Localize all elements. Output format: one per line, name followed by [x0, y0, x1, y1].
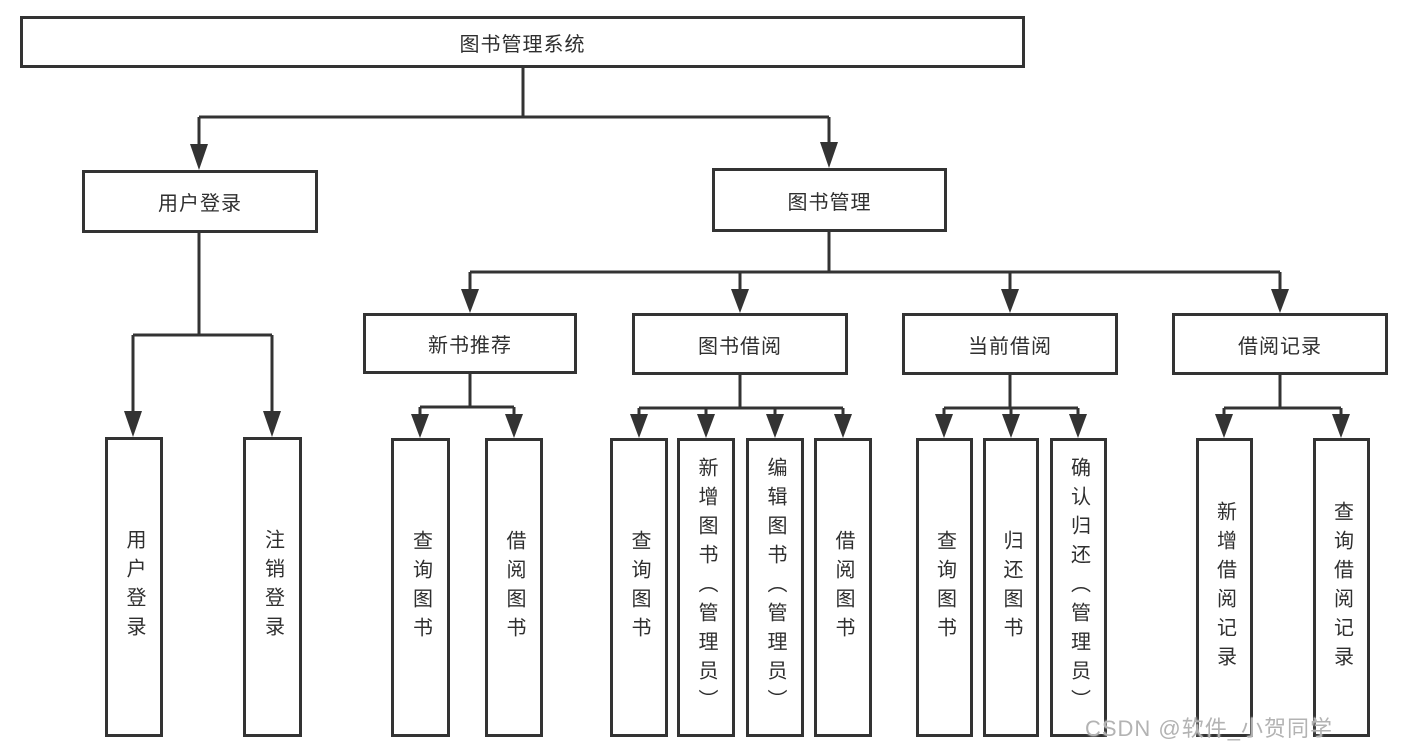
- leaf-current-return-label: 归还图书: [1000, 529, 1022, 646]
- node-book-management-label: 图书管理: [787, 191, 872, 214]
- node-book-borrowing-label: 图书借阅: [698, 335, 782, 358]
- leaf-user-login: 用户登录: [105, 437, 163, 737]
- leaf-current-return: 归还图书: [983, 438, 1039, 737]
- leaf-logout-label: 注销登录: [261, 529, 284, 645]
- arrowhead-group: [124, 142, 1350, 438]
- node-new-book-recommend-label: 新书推荐: [428, 335, 512, 357]
- leaf-borrow-borrow: 借阅图书: [814, 438, 872, 737]
- leaf-borrow-edit-admin-label: 编辑图书（管理员）: [764, 457, 786, 718]
- node-user-login: 用户登录: [82, 170, 318, 233]
- node-user-login-label: 用户登录: [158, 193, 242, 215]
- node-root-label: 图书管理系统: [459, 33, 586, 56]
- leaf-records-query-label: 查询借阅记录: [1330, 500, 1353, 675]
- csdn-watermark: CSDN @软件_小贺同学: [1084, 716, 1333, 741]
- leaf-borrow-add-admin: 新增图书（管理员）: [677, 438, 735, 737]
- node-new-book-recommend: 新书推荐: [363, 313, 577, 374]
- leaf-newbook-query: 查询图书: [391, 438, 450, 737]
- leaf-borrow-query-label: 查询图书: [628, 529, 650, 646]
- leaf-borrow-add-admin-label: 新增图书（管理员）: [695, 457, 717, 718]
- leaf-newbook-borrow-label: 借阅图书: [503, 529, 525, 646]
- leaf-current-confirm-admin-label: 确认归还（管理员）: [1067, 457, 1090, 718]
- node-book-borrowing: 图书借阅: [632, 313, 848, 375]
- leaf-current-query-label: 查询图书: [933, 529, 956, 646]
- leaf-current-query: 查询图书: [916, 438, 973, 737]
- leaf-records-add: 新增借阅记录: [1196, 438, 1253, 737]
- leaf-records-query: 查询借阅记录: [1313, 438, 1370, 737]
- leaf-user-login-label: 用户登录: [123, 529, 145, 645]
- leaf-newbook-query-label: 查询图书: [409, 529, 432, 646]
- node-borrow-records: 借阅记录: [1172, 313, 1388, 375]
- leaf-current-confirm-admin: 确认归还（管理员）: [1050, 438, 1107, 737]
- leaf-borrow-borrow-label: 借阅图书: [832, 529, 854, 646]
- node-root: 图书管理系统: [20, 16, 1025, 68]
- leaf-borrow-edit-admin: 编辑图书（管理员）: [746, 438, 804, 737]
- node-current-borrowing: 当前借阅: [902, 313, 1118, 375]
- leaf-records-add-label: 新增借阅记录: [1213, 500, 1236, 675]
- node-borrow-records-label: 借阅记录: [1238, 335, 1322, 358]
- node-book-management: 图书管理: [712, 168, 947, 232]
- leaf-newbook-borrow: 借阅图书: [485, 438, 543, 737]
- node-current-borrowing-label: 当前借阅: [968, 335, 1052, 358]
- leaf-borrow-query: 查询图书: [610, 438, 668, 737]
- leaf-logout: 注销登录: [243, 437, 302, 737]
